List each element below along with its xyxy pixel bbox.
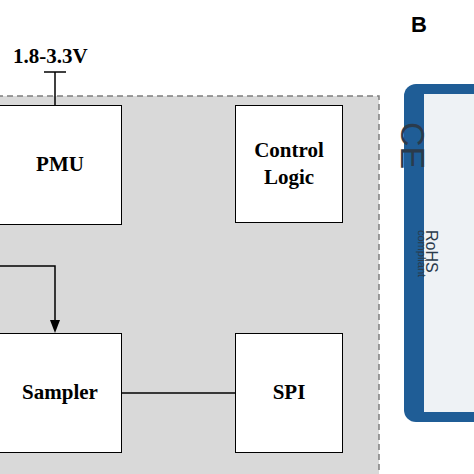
pmu-box: PMU bbox=[0, 105, 122, 225]
arrow-head bbox=[50, 320, 60, 333]
box-text: SPI bbox=[267, 379, 312, 406]
spi-box: SPI bbox=[235, 333, 343, 453]
sampler-box: Sampler bbox=[0, 333, 122, 453]
ce-mark: CE bbox=[393, 122, 432, 169]
chip-boundary bbox=[0, 96, 379, 474]
signal-line bbox=[122, 392, 235, 394]
control-logic-box: Control Logic bbox=[235, 105, 343, 223]
panel-letter: B bbox=[411, 12, 427, 38]
signal-line bbox=[122, 393, 235, 394]
box-text: Control Logic bbox=[236, 137, 342, 192]
compliant-text: compliant bbox=[416, 230, 428, 277]
box-text: Sampler bbox=[16, 379, 104, 406]
power-wire bbox=[54, 72, 56, 106]
box-text: PMU bbox=[30, 151, 90, 178]
supply-voltage: 1.8-3.3V bbox=[13, 44, 88, 69]
input-wire bbox=[0, 266, 55, 322]
power-terminal bbox=[44, 71, 66, 73]
